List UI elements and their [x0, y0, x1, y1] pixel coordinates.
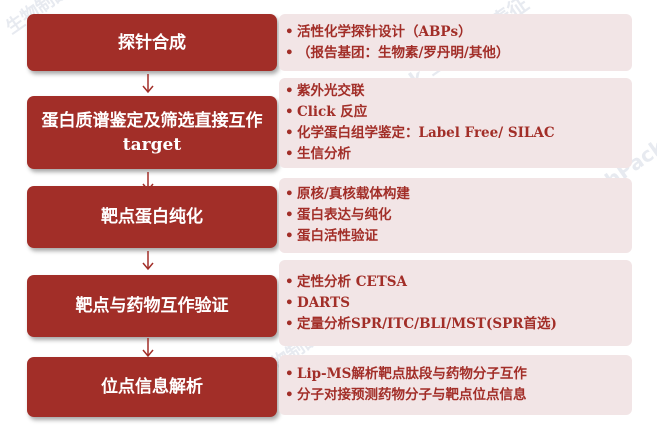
bullet-icon: •: [285, 23, 294, 40]
bullet-icon: •: [285, 315, 294, 332]
detail-text: 蛋白表达与纯化: [297, 207, 392, 223]
detail-item: •Lip-MS解析靶点肽段与药物分子互作: [285, 364, 632, 385]
detail-item: •定量分析SPR/ITC/BLI/MST(SPR首选): [285, 314, 632, 335]
detail-item: •原核/真核载体构建: [285, 184, 632, 205]
bullet-icon: •: [285, 228, 294, 244]
step-box-ms-identification: 蛋白质谱鉴定及筛选直接互作target: [27, 96, 277, 169]
detail-text: （报告基团：生物素/罗丹明/其他）: [297, 44, 510, 61]
detail-item: •分子对接预测药物分子与靶点位点信息: [285, 385, 632, 406]
detail-text: 定量分析SPR/ITC/BLI/MST(SPR首选): [297, 315, 557, 332]
detail-box-probe-synthesis: •活性化学探针设计（ABPs） •（报告基团：生物素/罗丹明/其他）: [279, 14, 632, 71]
detail-item: •生信分析: [285, 144, 632, 165]
bullet-icon: •: [285, 186, 294, 202]
bullet-icon: •: [285, 366, 294, 382]
detail-item: •Click 反应: [285, 102, 632, 123]
detail-text: 生信分析: [297, 146, 351, 162]
bullet-icon: •: [285, 83, 294, 99]
detail-text: 定性分析 CETSA: [297, 273, 408, 290]
detail-item: •定性分析 CETSA: [285, 272, 632, 293]
bullet-icon: •: [285, 207, 294, 223]
detail-text: 原核/真核载体构建: [297, 186, 410, 202]
detail-text: 活性化学探针设计（ABPs）: [297, 23, 472, 40]
detail-box-ms-identification: •紫外光交联 •Click 反应 •化学蛋白组学鉴定：Label Free/ S…: [279, 78, 632, 168]
detail-item: •紫外光交联: [285, 81, 632, 102]
bullet-icon: •: [285, 294, 294, 311]
detail-text: 分子对接预测药物分子与靶点位点信息: [297, 387, 527, 403]
bullet-icon: •: [285, 44, 294, 61]
step-title: 蛋白质谱鉴定及筛选直接互作target: [41, 110, 263, 155]
detail-text: Lip-MS解析靶点肽段与药物分子互作: [297, 366, 527, 382]
step-box-site-analysis: 位点信息解析: [27, 357, 277, 417]
step-box-interaction-validation: 靶点与药物互作验证: [27, 275, 277, 337]
detail-text: 蛋白活性验证: [297, 228, 378, 244]
bullet-icon: •: [285, 146, 294, 162]
detail-text: DARTS: [297, 294, 350, 311]
detail-box-site-analysis: •Lip-MS解析靶点肽段与药物分子互作 •分子对接预测药物分子与靶点位点信息: [279, 355, 632, 415]
detail-text: 紫外光交联: [297, 83, 365, 99]
detail-box-interaction-validation: •定性分析 CETSA •DARTS •定量分析SPR/ITC/BLI/MST(…: [279, 260, 632, 346]
detail-item: •DARTS: [285, 293, 632, 314]
detail-item: •蛋白活性验证: [285, 226, 632, 247]
arrow-down-icon: [142, 74, 154, 94]
step-title: 靶点蛋白纯化: [101, 207, 203, 227]
detail-item: •（报告基团：生物素/罗丹明/其他）: [285, 43, 632, 64]
detail-text: 化学蛋白组学鉴定：Label Free/ SILAC: [297, 125, 555, 141]
step-box-probe-synthesis: 探针合成: [27, 14, 277, 71]
detail-text: Click 反应: [297, 104, 368, 120]
arrow-down-icon: [142, 338, 154, 358]
bullet-icon: •: [285, 104, 294, 120]
bullet-icon: •: [285, 125, 294, 141]
step-box-target-purification: 靶点蛋白纯化: [27, 186, 277, 248]
step-title: 位点信息解析: [101, 377, 203, 397]
step-title: 探针合成: [118, 32, 186, 53]
step-title: 靶点与药物互作验证: [75, 296, 229, 316]
detail-box-target-purification: •原核/真核载体构建 •蛋白表达与纯化 •蛋白活性验证: [279, 178, 632, 253]
detail-item: •蛋白表达与纯化: [285, 205, 632, 226]
detail-item: •活性化学探针设计（ABPs）: [285, 22, 632, 43]
arrow-down-icon: [142, 251, 154, 271]
bullet-icon: •: [285, 387, 294, 403]
bullet-icon: •: [285, 273, 294, 290]
detail-item: •化学蛋白组学鉴定：Label Free/ SILAC: [285, 123, 632, 144]
